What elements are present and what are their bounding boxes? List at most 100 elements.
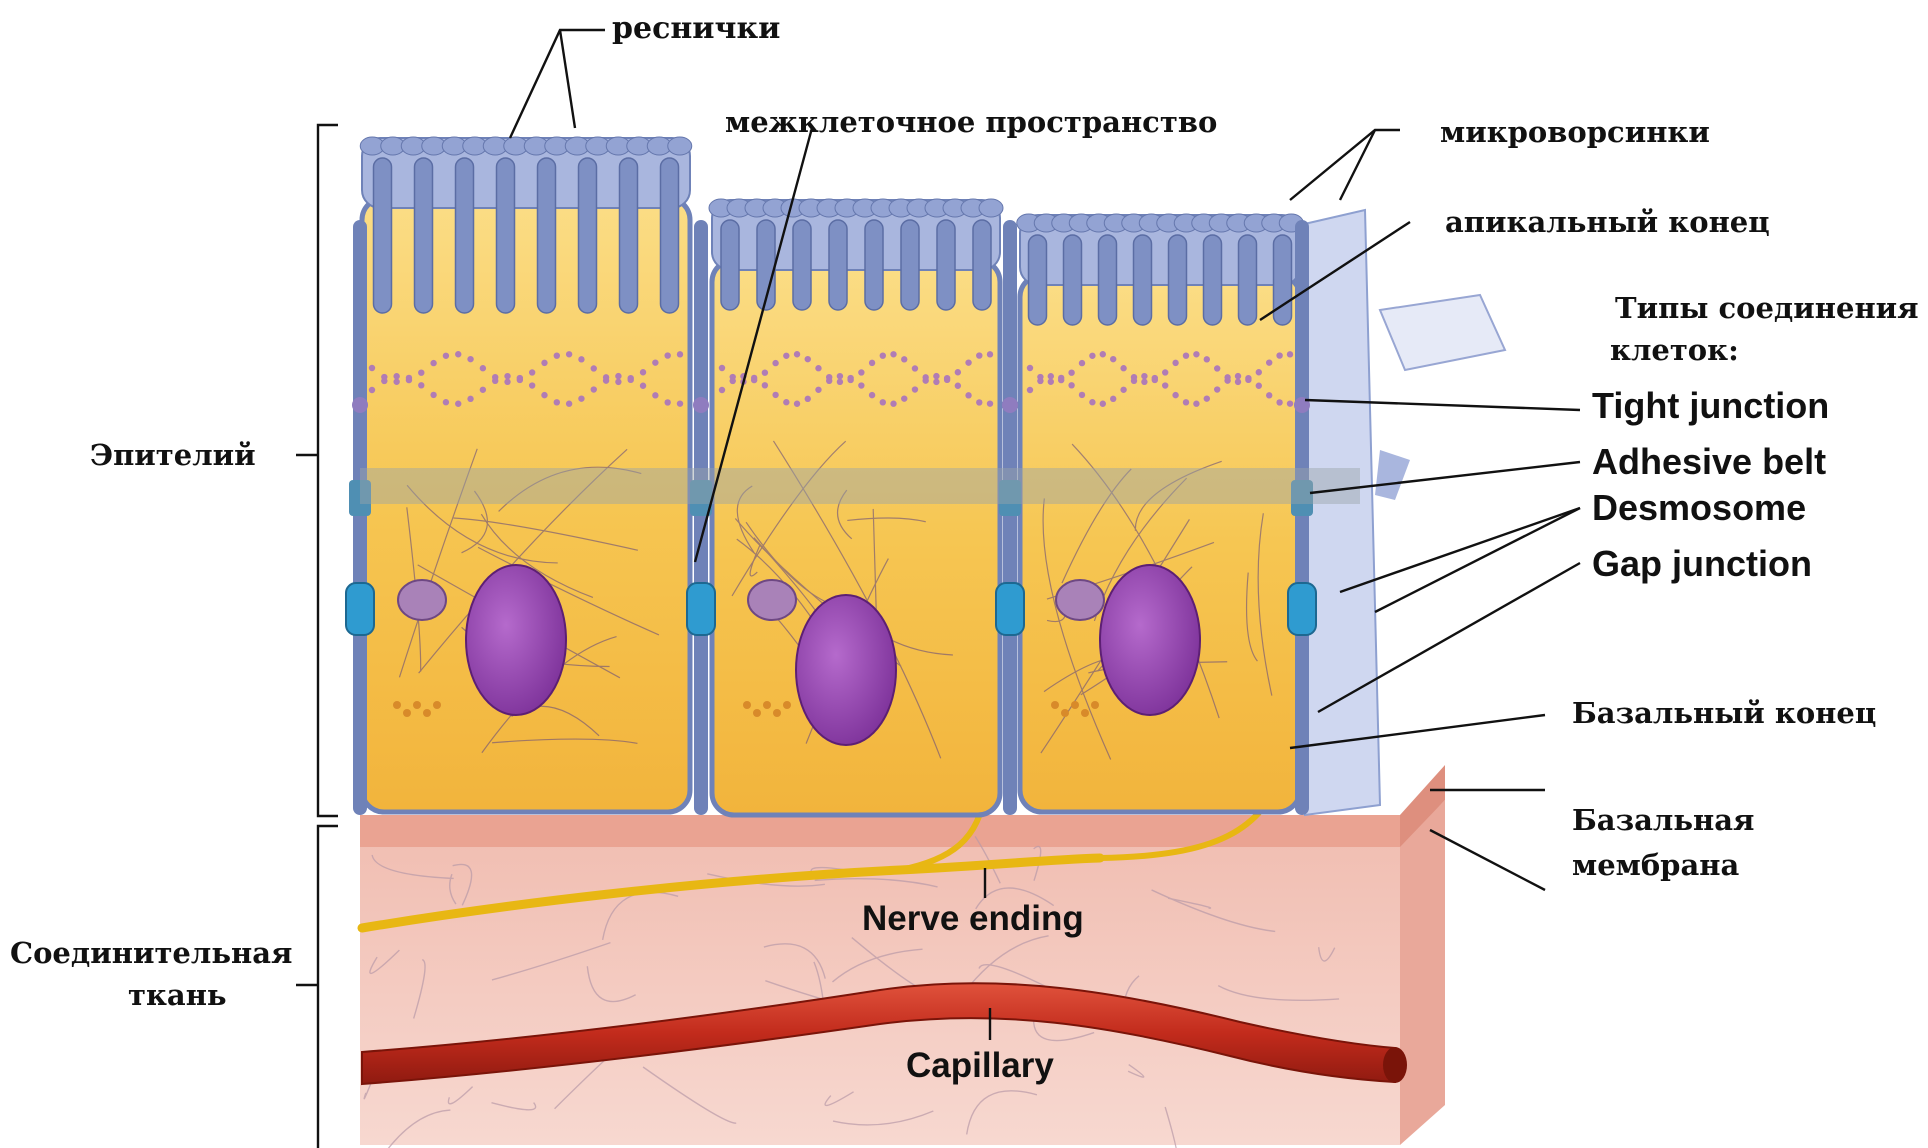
actin-dot xyxy=(1287,351,1293,357)
actin-dot xyxy=(1027,365,1033,371)
tight-junction xyxy=(352,397,368,413)
actin-dot xyxy=(529,369,535,375)
cilium xyxy=(415,158,433,313)
actin-dot xyxy=(492,378,498,384)
label-basement-membrane-2: мембрана xyxy=(1572,848,1739,882)
actin-dot xyxy=(430,360,436,366)
actin-dot xyxy=(826,378,832,384)
microvillus xyxy=(1169,235,1187,325)
epithelial-cell xyxy=(709,199,1003,815)
actin-dot xyxy=(652,359,658,365)
gap-dot xyxy=(1071,701,1079,709)
actin-dot xyxy=(1141,379,1147,385)
actin-dot xyxy=(541,360,547,366)
actin-dot xyxy=(1162,369,1168,375)
lateral-membrane xyxy=(1003,220,1017,815)
gap-dot xyxy=(423,709,431,717)
actin-dot xyxy=(965,359,971,365)
actin-dot xyxy=(1131,378,1137,384)
actin-dot xyxy=(933,373,939,379)
label-junction-types-1: Типы соединения xyxy=(1615,291,1919,325)
actin-dot xyxy=(730,378,736,384)
actin-dot xyxy=(664,352,670,358)
actin-dot xyxy=(443,399,449,405)
actin-dot xyxy=(640,369,646,375)
microvillus xyxy=(1134,235,1152,325)
desmosome xyxy=(398,580,446,620)
actin-dot xyxy=(615,373,621,379)
actin-dot xyxy=(1266,392,1272,398)
microvillus xyxy=(1239,235,1257,325)
actin-dot xyxy=(987,351,993,357)
actin-dot xyxy=(1172,360,1178,366)
nucleus xyxy=(796,595,896,745)
actin-dot xyxy=(901,356,907,362)
actin-dot xyxy=(805,396,811,402)
actin-dot xyxy=(393,379,399,385)
actin-dot xyxy=(1276,399,1282,405)
actin-dot xyxy=(529,382,535,388)
label-junction-types-2: клеток: xyxy=(1610,333,1739,367)
actin-dot xyxy=(1100,401,1106,407)
actin-dot xyxy=(783,353,789,359)
label-nerve-ending: Nerve ending xyxy=(862,899,1084,938)
label-cilia: реснички xyxy=(612,11,780,46)
desmosome-plaque xyxy=(996,583,1024,635)
microvillus xyxy=(937,220,955,310)
actin-dot xyxy=(393,373,399,379)
actin-dot xyxy=(677,351,683,357)
gap-dot xyxy=(743,701,751,709)
actin-dot xyxy=(847,375,853,381)
label-desmosome: Desmosome xyxy=(1592,487,1806,528)
actin-dot xyxy=(1276,352,1282,358)
lateral-membrane xyxy=(1295,220,1309,815)
actin-dot xyxy=(890,401,896,407)
actin-dot xyxy=(719,365,725,371)
label-adhesive-belt: Adhesive belt xyxy=(1592,441,1826,482)
actin-dot xyxy=(815,365,821,371)
microvillus xyxy=(1204,235,1222,325)
actin-dot xyxy=(1152,375,1158,381)
surface-bulb xyxy=(668,137,692,155)
leader-basement-membrane-2 xyxy=(1430,830,1545,890)
cilium xyxy=(620,158,638,313)
actin-dot xyxy=(762,369,768,375)
label-basement-membrane-1: Базальная xyxy=(1572,803,1754,837)
tight-junction xyxy=(693,397,709,413)
epithelium-bracket xyxy=(296,125,338,816)
actin-dot xyxy=(944,375,950,381)
surface-bulb xyxy=(979,199,1003,217)
actin-dot xyxy=(1058,375,1064,381)
actin-dot xyxy=(480,365,486,371)
actin-dot xyxy=(719,387,725,393)
gap-dot xyxy=(763,701,771,709)
actin-dot xyxy=(794,351,800,357)
label-gap-junction: Gap junction xyxy=(1592,543,1812,584)
actin-dot xyxy=(430,392,436,398)
actin-dot xyxy=(1256,369,1262,375)
leader-cilia-1 xyxy=(510,30,605,138)
actin-dot xyxy=(1235,379,1241,385)
actin-dot xyxy=(772,392,778,398)
actin-dot xyxy=(1089,399,1095,405)
actin-dot xyxy=(880,352,886,358)
actin-dot xyxy=(1037,378,1043,384)
microvillus xyxy=(973,220,991,310)
actin-dot xyxy=(901,395,907,401)
actin-dot xyxy=(976,352,982,358)
actin-dot xyxy=(922,377,928,383)
actin-dot xyxy=(640,383,646,389)
actin-dot xyxy=(1110,356,1116,362)
microvillus xyxy=(1274,235,1292,325)
actin-dot xyxy=(369,365,375,371)
epithelial-cell xyxy=(1017,214,1304,812)
microvillus xyxy=(721,220,739,310)
actin-dot xyxy=(772,360,778,366)
actin-dot xyxy=(418,382,424,388)
actin-dot xyxy=(1089,353,1095,359)
actin-dot xyxy=(1172,392,1178,398)
microvillus xyxy=(1064,235,1082,325)
actin-dot xyxy=(467,356,473,362)
